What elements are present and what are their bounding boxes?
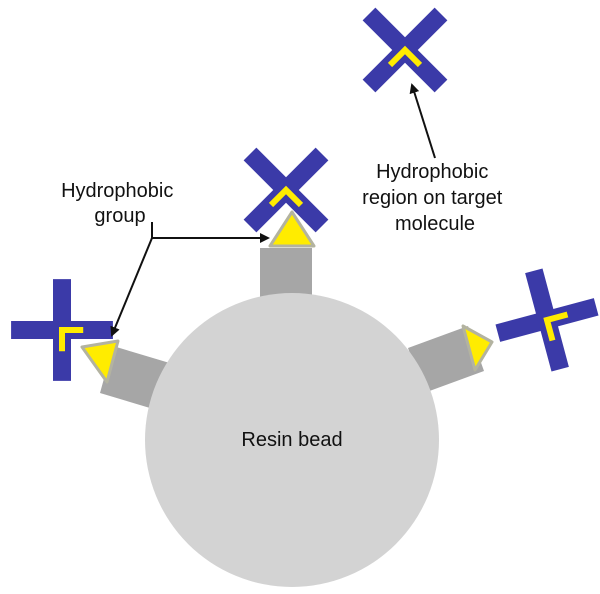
label-line: Hydrophobic: [376, 161, 488, 183]
label-target-region: Hydrophobic region on target molecule: [362, 161, 508, 235]
target-molecule-left: [11, 279, 113, 381]
pointer-hydrophobic-group-left: [110, 237, 153, 337]
hydrophobic-group-left: [80, 339, 120, 384]
linker-arm-right: [408, 326, 484, 393]
label-resin-bead: Resin bead: [241, 429, 342, 451]
hydrophobic-group-right: [461, 324, 494, 372]
resin-bead: [145, 293, 439, 587]
hydrophobic-group-top: [268, 210, 316, 248]
label-line: region on target: [362, 187, 503, 209]
target-molecule-free: [362, 7, 448, 93]
label-line: group: [94, 205, 145, 227]
target-molecule-top: [243, 147, 329, 233]
pointer-target-region: [409, 83, 436, 159]
molecule-hydrophobic-region: [268, 185, 304, 208]
molecule-hydrophobic-region: [59, 327, 84, 352]
molecule-hydrophobic-region: [543, 311, 569, 342]
molecule-hydrophobic-region: [387, 45, 423, 68]
label-line: molecule: [395, 213, 475, 235]
target-molecule-right: [495, 268, 599, 372]
label-hydrophobic-group: Hydrophobic group: [61, 180, 179, 227]
label-line: Hydrophobic: [61, 180, 173, 202]
